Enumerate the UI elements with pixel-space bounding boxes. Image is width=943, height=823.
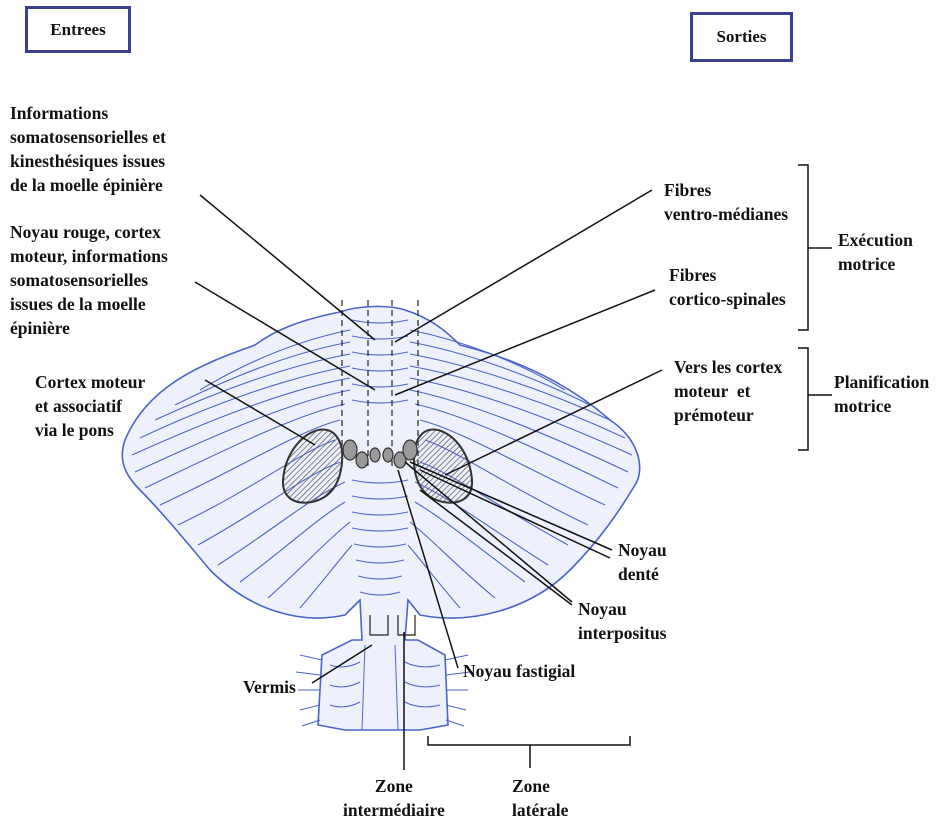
- label-ventromedial-fibers: Fibres ventro-médianes: [664, 178, 788, 226]
- label-corticospinal-fibers: Fibres cortico-spinales: [669, 263, 786, 311]
- label-fastigial-nucleus: Noyau fastigial: [463, 659, 575, 683]
- label-intermediate-zone: Zone intermédiaire: [343, 774, 445, 822]
- label-interpositus-nucleus: Noyau interpositus: [578, 597, 666, 645]
- inputs-box: Entrees: [25, 6, 131, 53]
- label-motor-execution: Exécution motrice: [838, 228, 913, 276]
- outputs-box: Sorties: [690, 12, 793, 62]
- label-red-nucleus-input: Noyau rouge, cortex moteur, informations…: [10, 220, 168, 340]
- label-motor-planning: Planification motrice: [834, 370, 929, 418]
- label-lateral-zone: Zone latérale: [512, 774, 568, 822]
- label-somatosensory-input: Informations somatosensorielles et kines…: [10, 101, 166, 197]
- label-dentate-nucleus: Noyau denté: [618, 538, 667, 586]
- label-to-motor-cortex: Vers les cortex moteur et prémoteur: [674, 355, 782, 427]
- label-vermis: Vermis: [243, 675, 296, 699]
- label-motor-cortex-input: Cortex moteur et associatif via le pons: [35, 370, 145, 442]
